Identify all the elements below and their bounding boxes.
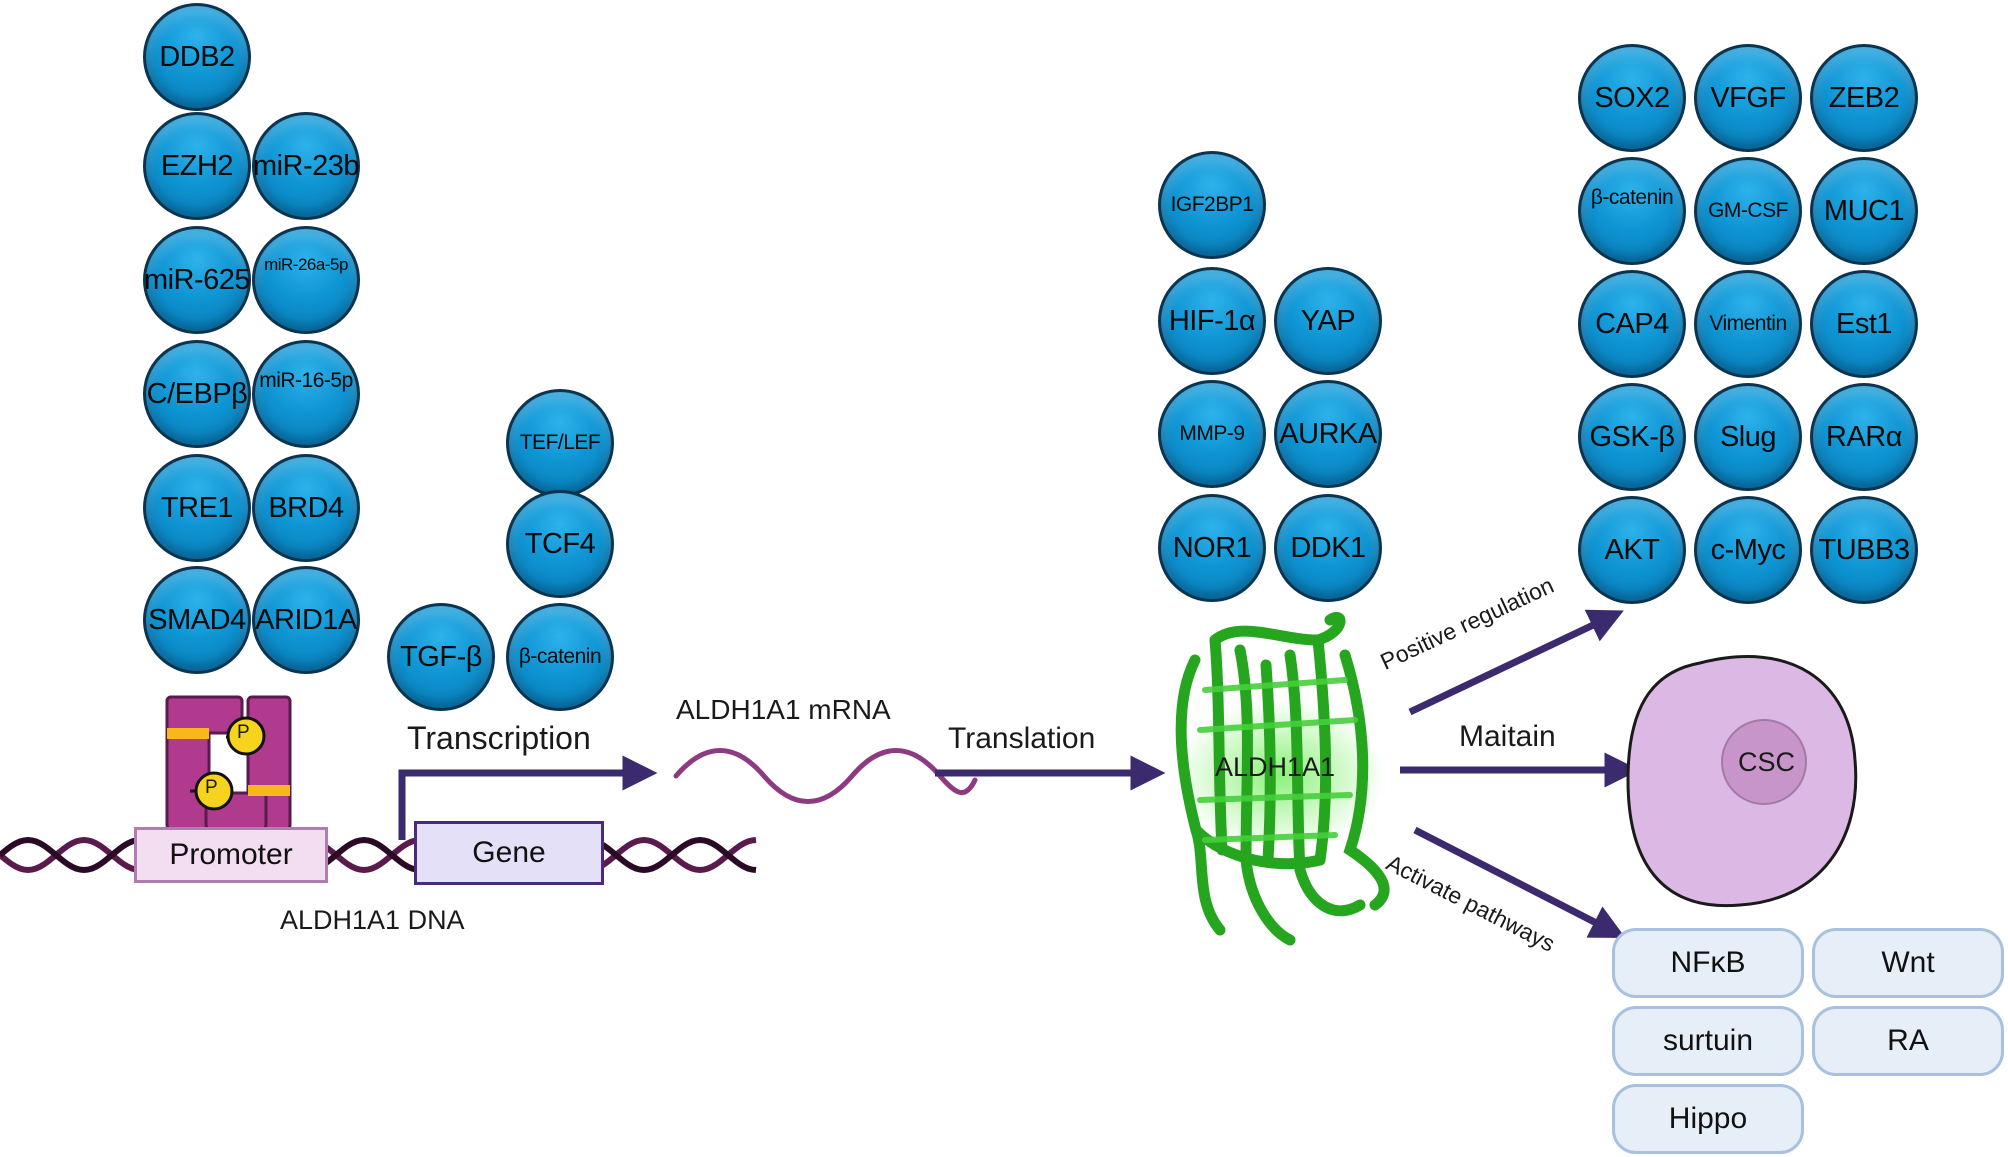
molecule-tre1: TRE1 [143, 454, 251, 562]
maintain-label: Maitain [1459, 720, 1556, 753]
molecule-rara: RARα [1810, 383, 1918, 491]
mrna-label: ALDH1A1 mRNA [676, 694, 891, 725]
molecule-arid1a: ARID1A [252, 566, 360, 674]
promoter-box: Promoter [134, 827, 328, 883]
molecule-tef-lef: TEF/LEF [506, 389, 614, 497]
gene-box: Gene [414, 821, 604, 885]
molecule-hif-1a: HIF-1α [1158, 267, 1266, 375]
molecule-mir-16-5p: miR-16-5p [252, 340, 360, 448]
molecule-slug: Slug [1694, 383, 1802, 491]
pathway-surtuin: surtuin [1612, 1006, 1804, 1076]
molecule-aurka: AURKA [1274, 380, 1382, 488]
pathway-nfkb: NFκB [1612, 928, 1804, 998]
activate-pathways-arrow [1413, 826, 1626, 938]
molecule-mir-23b: miR-23b [252, 112, 360, 220]
molecule-tgf-beta: TGF-β [387, 603, 495, 711]
molecule-c-myc: c-Myc [1694, 496, 1802, 604]
transcription-label: Transcription [407, 720, 591, 756]
translation-label: Translation [948, 722, 1096, 755]
phospho-label-1: P [237, 722, 250, 743]
phospho-groups [194, 716, 266, 811]
molecule-ezh2: EZH2 [143, 112, 251, 220]
phospho-label-2: P [205, 777, 218, 798]
molecule-cebpb: C/EBPβ [143, 340, 251, 448]
molecule-ddk1: DDK1 [1274, 494, 1382, 602]
molecule-nor1: NOR1 [1158, 494, 1266, 602]
molecule-tcf4: TCF4 [506, 490, 614, 598]
pathway-hippo: Hippo [1612, 1084, 1804, 1154]
transcription-arrow [398, 755, 658, 840]
dna-label: ALDH1A1 DNA [280, 905, 465, 935]
molecule-vimentin: Vimentin [1694, 270, 1802, 378]
molecule-akt: AKT [1578, 496, 1686, 604]
gene-label: Gene [472, 836, 546, 869]
mrna-wave-icon [673, 748, 978, 804]
molecule-yap: YAP [1274, 267, 1382, 375]
molecule-gsk-beta: GSK-β [1578, 383, 1686, 491]
phosphorylated-complex-icon [165, 695, 292, 831]
molecule-smad4: SMAD4 [143, 566, 251, 674]
molecule-mir-625: miR-625 [143, 226, 251, 334]
pathway-ra: RA [1812, 1006, 2004, 1076]
aldh1a1-protein-icon [1175, 612, 1390, 946]
molecule-gm-csf: GM-CSF [1694, 157, 1802, 265]
molecule-est1: Est1 [1810, 270, 1918, 378]
molecule-beta-catenin: β-catenin [1578, 157, 1686, 265]
molecule-zeb2: ZEB2 [1810, 44, 1918, 152]
csc-label: CSC [1738, 747, 1796, 777]
molecule-muc1: MUC1 [1810, 157, 1918, 265]
csc-cell-icon [1626, 655, 1858, 908]
molecule-brd4: BRD4 [252, 454, 360, 562]
molecule-ddb2: DDB2 [143, 3, 251, 111]
pathway-wnt: Wnt [1812, 928, 2004, 998]
promoter-label: Promoter [169, 838, 293, 871]
molecule-cap4: CAP4 [1578, 270, 1686, 378]
dna-helix [0, 836, 757, 874]
molecule-tubb3: TUBB3 [1810, 496, 1918, 604]
positive-regulation-arrow [1408, 609, 1624, 716]
molecule-igf2bp1: IGF2BP1 [1158, 151, 1266, 259]
molecule-mir-26a-5p: miR-26a-5p [252, 226, 360, 334]
molecule-vfgf: VFGF [1694, 44, 1802, 152]
molecule-beta-catenin-tf: β-catenin [506, 603, 614, 711]
protein-label: ALDH1A1 [1215, 752, 1336, 782]
molecule-sox2: SOX2 [1578, 44, 1686, 152]
molecule-mmp-9: MMP-9 [1158, 380, 1266, 488]
